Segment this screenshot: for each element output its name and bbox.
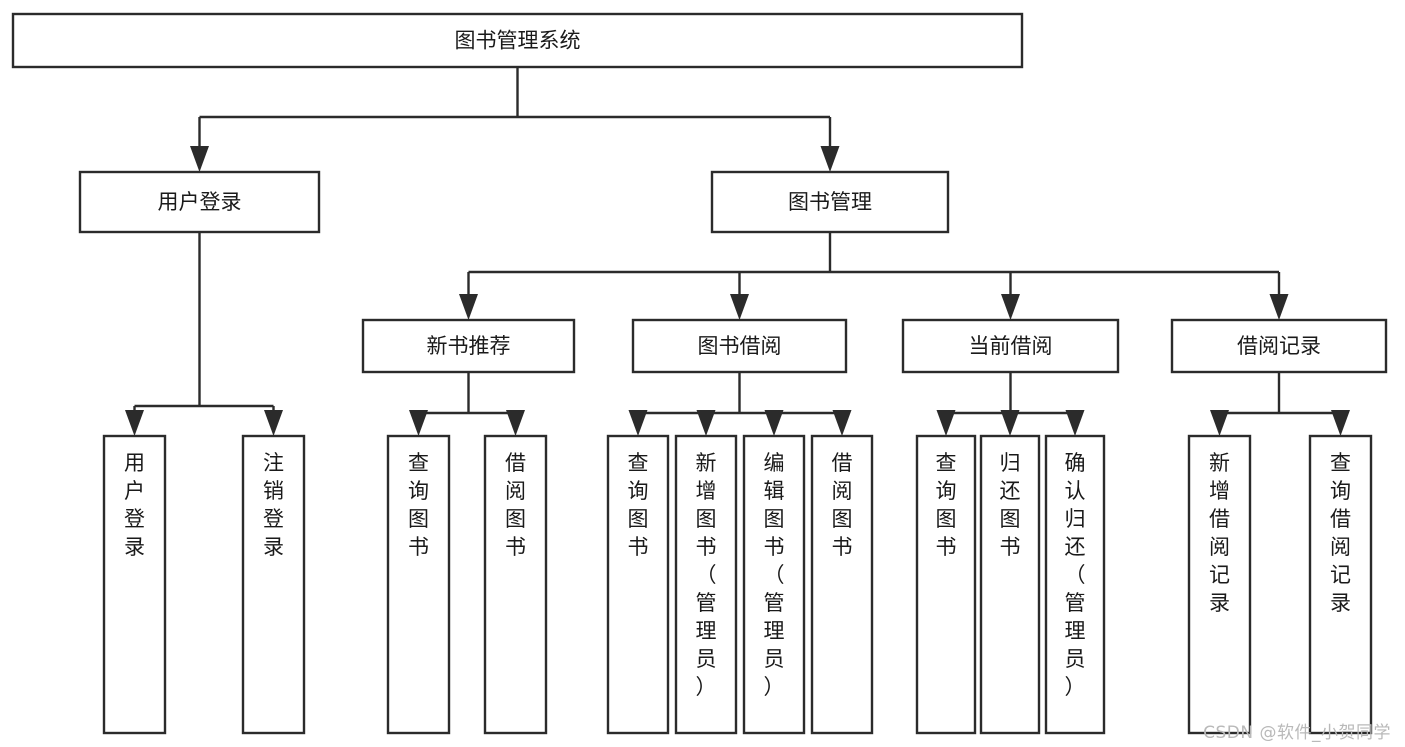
node-label-book-borrow: 图书借阅	[698, 334, 782, 358]
node-leaf-user-login[interactable]: 用户登录	[102, 434, 167, 735]
node-current-borrow[interactable]: 当前借阅	[901, 318, 1120, 374]
node-box-leaf-user-login	[102, 434, 167, 735]
node-label-leaf-borrow-book-recommend: 借阅图书	[505, 451, 526, 559]
node-box-new-book-recommend	[361, 318, 576, 374]
node-label-leaf-confirm-return-admin: 确认归还（管理员）	[1065, 451, 1086, 699]
node-leaf-confirm-return-admin[interactable]: 确认归还（管理员）	[1044, 434, 1106, 735]
arrow-head-current-borrow	[1001, 294, 1020, 320]
arrow-head-leaf-query-borrow-record	[1331, 410, 1350, 436]
node-label-user-login: 用户登录	[158, 190, 242, 214]
node-book-borrow[interactable]: 图书借阅	[631, 318, 848, 374]
arrow-head-leaf-query-book-current	[936, 410, 956, 436]
node-borrow-record[interactable]: 借阅记录	[1170, 318, 1388, 374]
arrow-head-leaf-edit-book-admin	[764, 410, 784, 436]
node-box-leaf-confirm-return-admin	[1044, 434, 1106, 735]
node-label-leaf-return-book: 归还图书	[1000, 451, 1021, 559]
node-box-leaf-add-borrow-record	[1187, 434, 1252, 735]
node-root[interactable]: 图书管理系统	[11, 12, 1024, 69]
node-leaf-add-borrow-record[interactable]: 新增借阅记录	[1187, 434, 1252, 735]
node-label-leaf-user-logout: 注销登录	[263, 451, 284, 559]
node-box-leaf-return-book	[979, 434, 1041, 735]
node-box-leaf-query-book-borrow	[606, 434, 670, 735]
arrow-head-leaf-user-login	[125, 410, 144, 436]
node-leaf-edit-book-admin[interactable]: 编辑图书（管理员）	[742, 434, 806, 735]
node-box-leaf-query-borrow-record	[1308, 434, 1373, 735]
arrow-head-leaf-return-book	[1000, 410, 1020, 436]
connector-layer	[125, 67, 1350, 436]
arrow-head-borrow-record	[1269, 294, 1289, 320]
arrow-head-leaf-add-borrow-record	[1210, 410, 1229, 436]
arrow-head-user-login	[190, 146, 209, 172]
arrow-head-leaf-query-book-borrow	[628, 410, 648, 436]
node-label-book-manage: 图书管理	[788, 190, 872, 214]
node-box-user-login	[78, 170, 321, 234]
node-label-leaf-query-book-borrow: 查询图书	[628, 451, 649, 559]
arrow-head-leaf-query-book-recommend	[409, 410, 428, 436]
watermark-label: CSDN @软件_小贺同学	[1203, 723, 1391, 743]
node-user-login[interactable]: 用户登录	[78, 170, 321, 234]
node-leaf-borrow-book-recommend[interactable]: 借阅图书	[483, 434, 548, 735]
node-leaf-query-borrow-record[interactable]: 查询借阅记录	[1308, 434, 1373, 735]
node-leaf-user-logout[interactable]: 注销登录	[241, 434, 306, 735]
node-leaf-add-book-admin[interactable]: 新增图书（管理员）	[674, 434, 738, 735]
node-label-root: 图书管理系统	[455, 29, 581, 53]
node-box-leaf-add-book-admin	[674, 434, 738, 735]
node-book-manage[interactable]: 图书管理	[710, 170, 950, 234]
node-label-new-book-recommend: 新书推荐	[427, 334, 511, 358]
arrow-head-new-book-recommend	[459, 294, 478, 320]
node-box-book-manage	[710, 170, 950, 234]
node-leaf-return-book[interactable]: 归还图书	[979, 434, 1041, 735]
node-new-book-recommend[interactable]: 新书推荐	[361, 318, 576, 374]
node-label-leaf-query-borrow-record: 查询借阅记录	[1330, 451, 1351, 615]
node-box-leaf-borrow-book-recommend	[483, 434, 548, 735]
arrow-head-leaf-add-book-admin	[696, 410, 716, 436]
node-leaf-query-book-current[interactable]: 查询图书	[915, 434, 977, 735]
node-box-root	[11, 12, 1024, 69]
node-label-leaf-query-book-current: 查询图书	[936, 451, 957, 559]
node-box-leaf-borrow-book	[810, 434, 874, 735]
arrow-head-leaf-confirm-return-admin	[1065, 410, 1085, 436]
arrow-head-leaf-borrow-book	[832, 410, 852, 436]
node-box-leaf-query-book-current	[915, 434, 977, 735]
node-label-current-borrow: 当前借阅	[969, 334, 1053, 358]
node-box-leaf-edit-book-admin	[742, 434, 806, 735]
node-leaf-borrow-book[interactable]: 借阅图书	[810, 434, 874, 735]
node-label-borrow-record: 借阅记录	[1237, 334, 1321, 358]
node-label-leaf-edit-book-admin: 编辑图书（管理员）	[764, 451, 785, 699]
node-leaf-query-book-recommend[interactable]: 查询图书	[386, 434, 451, 735]
node-box-leaf-query-book-recommend	[386, 434, 451, 735]
node-label-leaf-user-login: 用户登录	[124, 451, 145, 559]
node-layer: 图书管理系统用户登录图书管理新书推荐图书借阅当前借阅借阅记录用户登录注销登录查询…	[11, 12, 1388, 735]
arrow-head-book-borrow	[730, 294, 749, 320]
node-box-leaf-user-logout	[241, 434, 306, 735]
node-box-book-borrow	[631, 318, 848, 374]
node-leaf-query-book-borrow[interactable]: 查询图书	[606, 434, 670, 735]
arrow-head-leaf-user-logout	[264, 410, 283, 436]
node-label-leaf-add-borrow-record: 新增借阅记录	[1209, 451, 1230, 615]
node-box-borrow-record	[1170, 318, 1388, 374]
arrow-head-book-manage	[820, 146, 840, 172]
node-label-leaf-query-book-recommend: 查询图书	[408, 451, 429, 559]
node-label-leaf-borrow-book: 借阅图书	[832, 451, 853, 559]
arrow-head-leaf-borrow-book-recommend	[506, 410, 525, 436]
node-label-leaf-add-book-admin: 新增图书（管理员）	[696, 451, 717, 699]
node-box-current-borrow	[901, 318, 1120, 374]
